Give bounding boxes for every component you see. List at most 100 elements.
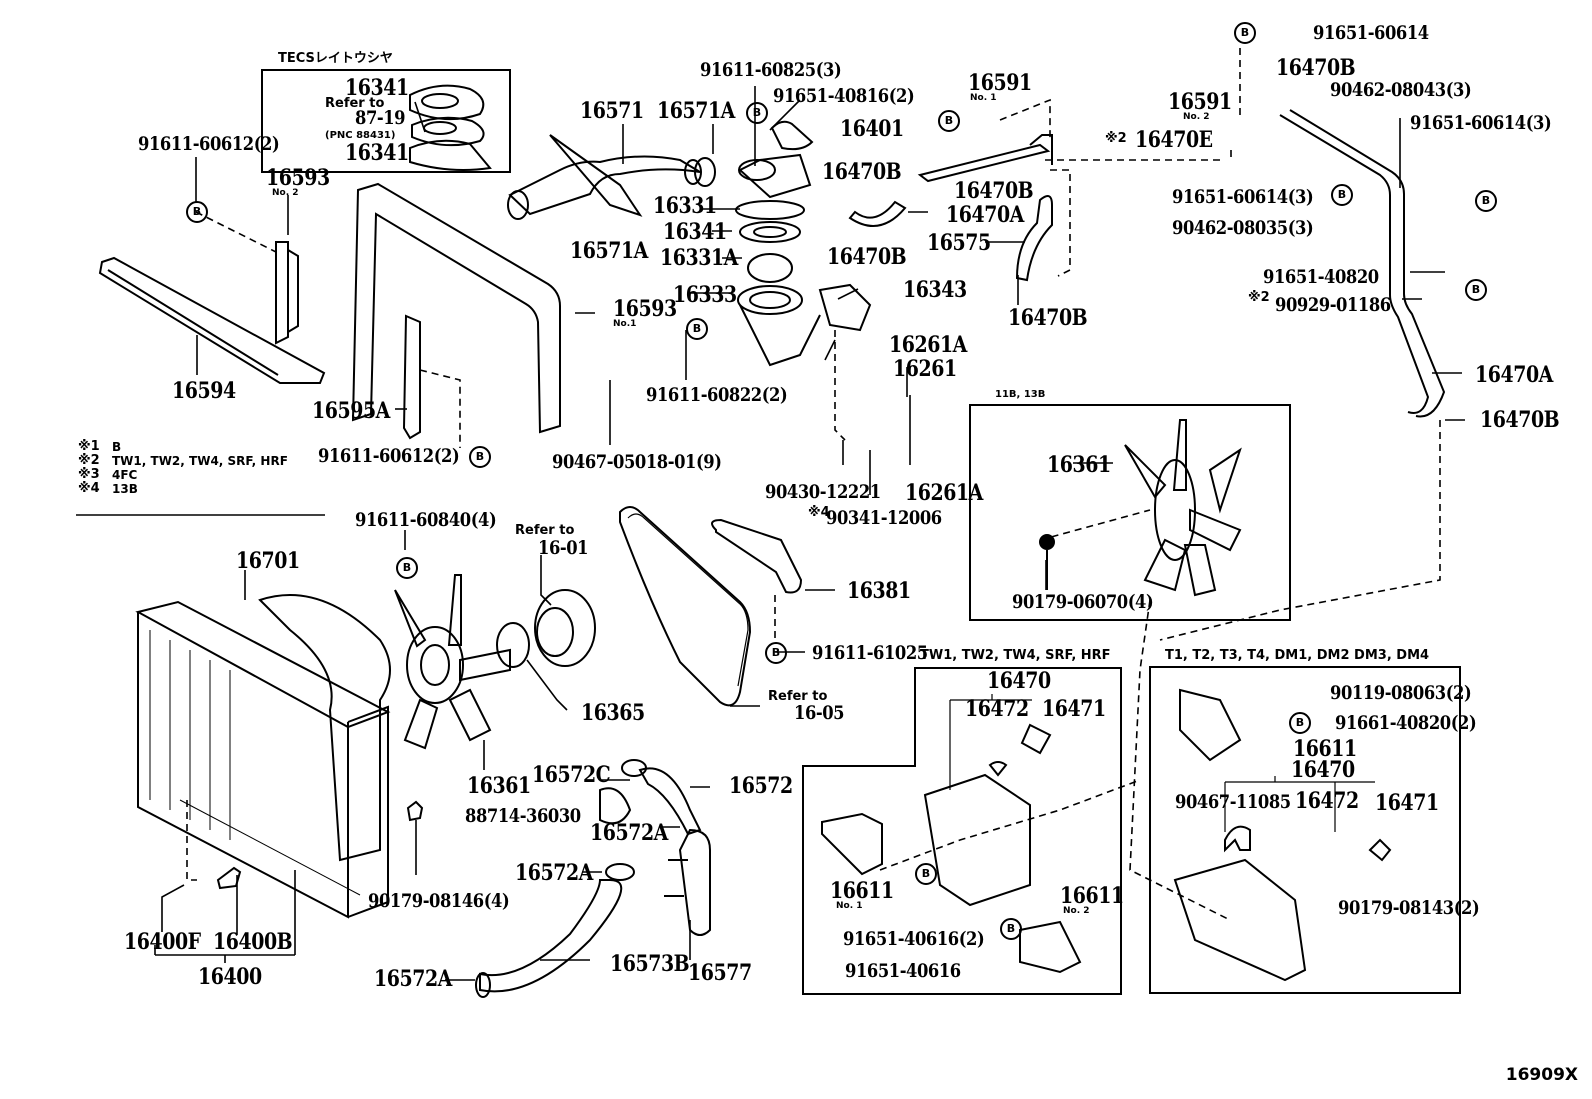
part-label-16470E[interactable]: 16470E bbox=[1135, 127, 1213, 153]
part-label-16471-tw[interactable]: 16471 bbox=[1042, 696, 1106, 722]
sub-no1-tw: No. 1 bbox=[836, 901, 863, 911]
part-label-91611-60825[interactable]: 91611-60825(3) bbox=[700, 59, 842, 81]
hose-16575 bbox=[1015, 195, 1053, 282]
tecs-refer-page-link[interactable]: 87-19 bbox=[355, 107, 406, 129]
part-label-16471-t[interactable]: 16471 bbox=[1375, 790, 1439, 816]
part-label-16571[interactable]: 16571 bbox=[580, 98, 644, 124]
part-label-16593-no1[interactable]: 16593 bbox=[613, 296, 677, 322]
refer-link-16-01[interactable]: 16-01 bbox=[538, 537, 589, 559]
part-label-90179-08143[interactable]: 90179-08143(2) bbox=[1338, 897, 1480, 919]
part-label-16381[interactable]: 16381 bbox=[847, 578, 911, 604]
part-label-16573B[interactable]: 16573B bbox=[610, 951, 690, 977]
part-label-16470B-d[interactable]: 16470B bbox=[1008, 305, 1088, 331]
part-label-16572[interactable]: 16572 bbox=[729, 773, 793, 799]
part-label-16400B[interactable]: 16400B bbox=[213, 929, 293, 955]
part-label-16591-no2[interactable]: 16591 bbox=[1168, 89, 1232, 115]
part-label-16591-no1[interactable]: 16591 bbox=[968, 70, 1032, 96]
part-label-91611-60612-bottom[interactable]: 91611-60612(2) bbox=[318, 445, 460, 467]
part-label-16470-tw[interactable]: 16470 bbox=[987, 668, 1051, 694]
part-label-90467-05018-01[interactable]: 90467-05018-01(9) bbox=[552, 451, 722, 473]
part-label-91651-40816[interactable]: 91651-40816(2) bbox=[773, 85, 915, 107]
part-label-16593-no2[interactable]: 16593 bbox=[266, 165, 330, 191]
part-label-91651-60614-3b[interactable]: 91651-60614(3) bbox=[1172, 186, 1314, 208]
part-label-16470B-a[interactable]: 16470B bbox=[822, 159, 902, 185]
part-label-16572A-c[interactable]: 16572A bbox=[374, 966, 452, 992]
part-label-16341-tecs-b[interactable]: 16341 bbox=[345, 140, 409, 166]
sub-no1-b: No. 1 bbox=[970, 93, 997, 103]
hose-16470A-upper bbox=[848, 200, 907, 227]
part-label-91651-60614[interactable]: 91651-60614 bbox=[1313, 22, 1429, 44]
fan-inset-frame bbox=[969, 404, 1291, 621]
legend-mark: ※2 bbox=[78, 453, 100, 468]
part-label-16341-tecs-a[interactable]: 16341 bbox=[345, 75, 409, 101]
part-label-90467-11085[interactable]: 90467-11085 bbox=[1175, 791, 1291, 813]
part-label-16575[interactable]: 16575 bbox=[927, 230, 991, 256]
part-label-91651-60614-3a[interactable]: 91651-60614(3) bbox=[1410, 112, 1552, 134]
refer-link-16-05[interactable]: 16-05 bbox=[794, 702, 845, 724]
part-label-16333[interactable]: 16333 bbox=[673, 282, 737, 308]
part-label-90341-12006[interactable]: 90341-12006 bbox=[826, 507, 942, 529]
part-label-88714-36030[interactable]: 88714-36030 bbox=[465, 805, 581, 827]
part-label-91611-60822[interactable]: 91611-60822(2) bbox=[646, 384, 788, 406]
part-label-16577[interactable]: 16577 bbox=[688, 960, 752, 986]
part-label-16470B-b[interactable]: 16470B bbox=[827, 244, 907, 270]
bolt-marker-icon: B bbox=[1475, 190, 1497, 212]
bolt-marker-icon: B bbox=[1331, 184, 1353, 206]
part-label-91651-40820[interactable]: 91651-40820 bbox=[1263, 266, 1379, 288]
part-label-91611-60612-top[interactable]: 91611-60612(2) bbox=[138, 133, 280, 155]
part-label-90462-08043[interactable]: 90462-08043(3) bbox=[1330, 79, 1472, 101]
part-label-90179-08146[interactable]: 90179-08146(4) bbox=[368, 890, 510, 912]
part-label-90430-12221[interactable]: 90430-12221 bbox=[765, 481, 881, 503]
radiator-support-16593-no1 bbox=[351, 182, 561, 434]
part-label-16401[interactable]: 16401 bbox=[840, 116, 904, 142]
coupling-16365 bbox=[496, 622, 530, 668]
part-label-90119-08063[interactable]: 90119-08063(2) bbox=[1330, 682, 1472, 704]
part-label-16470A-right[interactable]: 16470A bbox=[1475, 362, 1553, 388]
part-label-90929-01186[interactable]: 90929-01186 bbox=[1275, 294, 1391, 316]
part-label-16365[interactable]: 16365 bbox=[581, 700, 645, 726]
part-label-16470-t[interactable]: 16470 bbox=[1291, 757, 1355, 783]
part-label-91661-40820[interactable]: 91661-40820(2) bbox=[1335, 712, 1477, 734]
part-label-91651-40616-2[interactable]: 91651-40616(2) bbox=[843, 928, 985, 950]
part-label-16361-inset[interactable]: 16361 bbox=[1047, 452, 1111, 478]
part-label-91611-60840[interactable]: 91611-60840(4) bbox=[355, 509, 497, 531]
part-label-16470B-f[interactable]: 16470B bbox=[1480, 407, 1560, 433]
part-label-16472-tw[interactable]: 16472 bbox=[965, 696, 1029, 722]
part-label-16341[interactable]: 16341 bbox=[663, 219, 727, 245]
part-label-16470B-e[interactable]: 16470B bbox=[1276, 55, 1356, 81]
part-label-90462-08035[interactable]: 90462-08035(3) bbox=[1172, 217, 1314, 239]
reservoir-tank-t bbox=[1173, 688, 1392, 982]
part-label-16261A-b[interactable]: 16261A bbox=[905, 480, 983, 506]
part-label-16472-t[interactable]: 16472 bbox=[1295, 788, 1359, 814]
part-label-16571A-b[interactable]: 16571A bbox=[570, 238, 648, 264]
part-label-91611-61025[interactable]: 91611-61025 bbox=[812, 642, 928, 664]
part-label-16400[interactable]: 16400 bbox=[198, 964, 262, 990]
part-label-16572A-a[interactable]: 16572A bbox=[590, 820, 668, 846]
part-label-16611-no1[interactable]: 16611 bbox=[830, 878, 894, 904]
pulley-16-01 bbox=[534, 589, 596, 667]
part-label-16470B-c[interactable]: 16470B bbox=[954, 178, 1034, 204]
part-label-16361[interactable]: 16361 bbox=[467, 773, 531, 799]
part-label-16331[interactable]: 16331 bbox=[653, 193, 717, 219]
part-label-16701[interactable]: 16701 bbox=[236, 548, 300, 574]
bolt-marker-icon: B bbox=[469, 446, 491, 468]
part-label-16611-no2[interactable]: 16611 bbox=[1060, 883, 1124, 909]
part-label-16343[interactable]: 16343 bbox=[903, 277, 967, 303]
part-label-16572C[interactable]: 16572C bbox=[532, 762, 611, 788]
part-label-16261A-a[interactable]: 16261A bbox=[889, 332, 967, 358]
part-label-16611-t[interactable]: 16611 bbox=[1293, 736, 1357, 762]
part-label-16400F[interactable]: 16400F bbox=[124, 929, 201, 955]
part-label-16594[interactable]: 16594 bbox=[172, 378, 236, 404]
lower-hoses bbox=[475, 759, 711, 998]
part-label-16571A-a[interactable]: 16571A bbox=[657, 98, 735, 124]
part-label-16331A[interactable]: 16331A bbox=[660, 245, 738, 271]
part-label-90179-06070[interactable]: 90179-06070(4) bbox=[1012, 591, 1154, 613]
legend-mark: ※4 bbox=[78, 481, 100, 496]
part-label-91651-40616[interactable]: 91651-40616 bbox=[845, 960, 961, 982]
part-label-16261[interactable]: 16261 bbox=[893, 356, 957, 382]
bolt-marker-icon: B bbox=[396, 557, 418, 579]
part-label-16595A[interactable]: 16595A bbox=[312, 398, 390, 424]
part-label-16572A-b[interactable]: 16572A bbox=[515, 860, 593, 886]
part-label-16470A[interactable]: 16470A bbox=[946, 202, 1024, 228]
